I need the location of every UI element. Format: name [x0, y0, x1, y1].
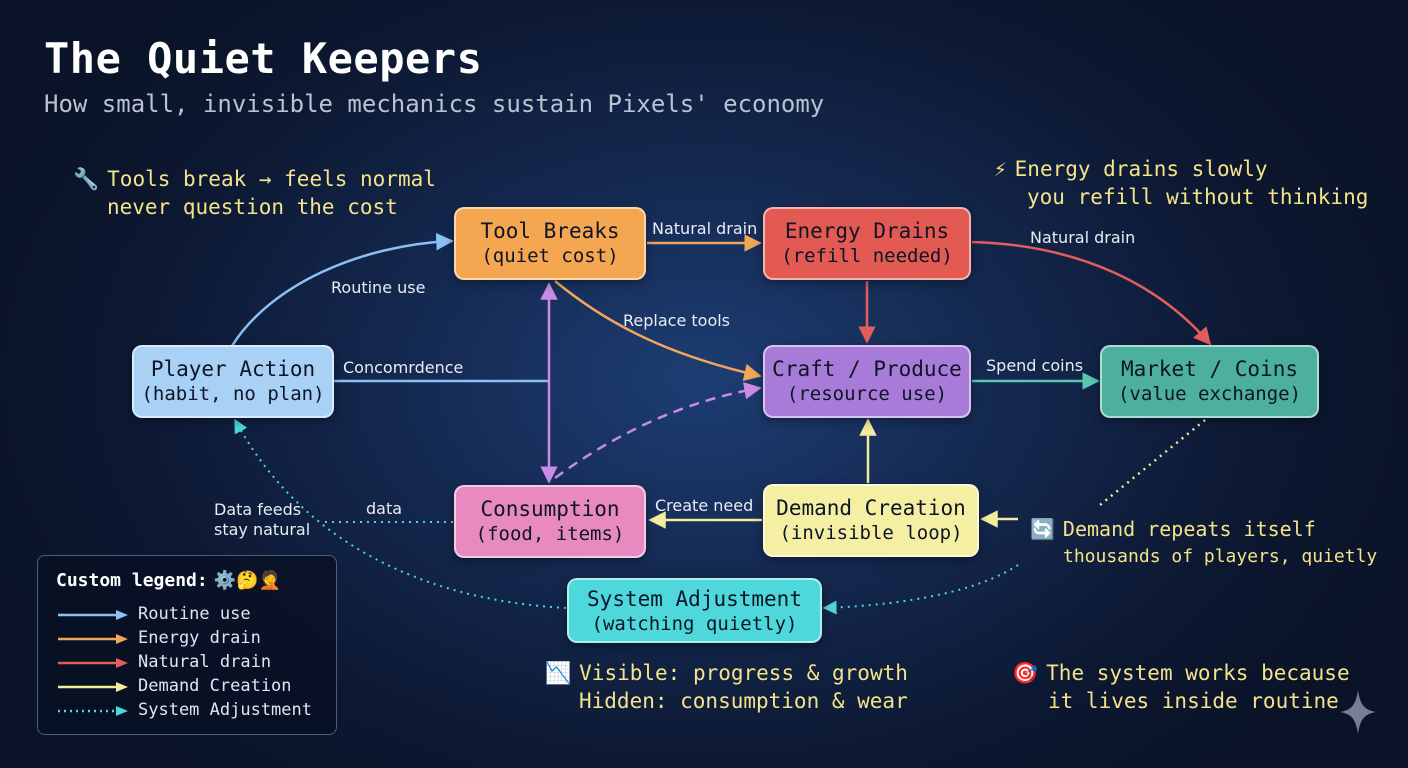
arrow-energy-to-market: [971, 240, 1212, 346]
legend-label: Energy drain: [138, 628, 261, 648]
arrow-system-to-player: [234, 418, 567, 609]
node-craft-produce: Craft / Produce (resource use): [763, 345, 971, 418]
note-demand: 🔄 Demand repeats itself thousands of play…: [1030, 515, 1377, 571]
legend-item-system-adjustment: System Adjustment: [56, 700, 326, 722]
label-data: data: [366, 499, 403, 518]
chart-down-icon: 📉: [545, 661, 572, 685]
note-system-line1: The system works because: [1046, 661, 1350, 685]
legend-swatch-energy-drain: [58, 634, 128, 644]
node-energy-drains-sub: (refill needed): [781, 245, 953, 267]
legend: Custom legend:⚙️🤔🤦 Routine use Energy dr…: [37, 555, 337, 735]
page-title: The Quiet Keepers: [44, 34, 483, 83]
node-demand-creation-sub: (invisible loop): [779, 522, 963, 544]
node-player-action: Player Action (habit, no plan): [132, 345, 334, 418]
label-spend-coins: Spend coins: [986, 356, 1084, 375]
label-replace-tools: Replace tools: [623, 311, 731, 330]
label-data-feeds-1: Data feeds: [214, 500, 302, 519]
note-tools-line1: Tools break → feels normal: [107, 167, 436, 191]
legend-item-demand-creation: Demand Creation: [56, 676, 326, 698]
legend-item-routine-use: Routine use: [56, 604, 326, 626]
wrench-icon: 🔧: [73, 167, 100, 191]
legend-label: System Adjustment: [138, 700, 312, 720]
note-system-line2: it lives inside routine: [1048, 689, 1339, 713]
legend-swatch-system-adjustment: [58, 706, 128, 716]
node-system-adjustment-sub: (watching quietly): [591, 613, 798, 635]
label-natural-drain-top: Natural drain: [652, 219, 758, 238]
node-player-action-title: Player Action: [150, 357, 316, 381]
node-tool-breaks-sub: (quiet cost): [481, 245, 619, 267]
node-market-coins-sub: (value exchange): [1117, 383, 1302, 405]
arrow-routine-use: [230, 232, 454, 347]
node-player-action-sub: (habit, no plan): [141, 383, 325, 405]
label-routine-use: Routine use: [331, 278, 426, 297]
label-concomrdence: Concomrdence: [343, 358, 464, 377]
note-system: 🎯 The system works because it lives insid…: [1012, 659, 1350, 715]
sparkle-icon: [1340, 690, 1376, 734]
arrow-consumption-to-craft: [554, 382, 762, 480]
note-visible-line2: Hidden: consumption & wear: [579, 689, 908, 713]
arrow-replace-tools: [554, 280, 762, 382]
node-system-adjustment: System Adjustment (watching quietly): [567, 578, 822, 643]
note-energy-line2: you refill without thinking: [1027, 185, 1369, 209]
node-demand-creation: Demand Creation (invisible loop): [763, 484, 979, 557]
note-tools-line2: never question the cost: [107, 195, 398, 219]
legend-item-natural-drain: Natural drain: [56, 652, 326, 674]
node-market-coins: Market / Coins (value exchange): [1100, 345, 1319, 418]
target-icon: 🎯: [1012, 661, 1039, 685]
repeat-icon: 🔄: [1030, 517, 1055, 541]
node-tool-breaks: Tool Breaks (quiet cost): [454, 207, 646, 280]
node-tool-breaks-title: Tool Breaks: [480, 219, 620, 243]
lightning-icon: ⚡: [994, 157, 1007, 181]
legend-title-text: Custom legend:: [56, 570, 208, 591]
arrow-market-to-demand-dotted: [1099, 419, 1206, 506]
note-visible: 📉 Visible: progress & growth Hidden: cons…: [545, 659, 908, 715]
legend-swatch-demand-creation: [58, 682, 128, 692]
label-natural-drain-right: Natural drain: [1030, 228, 1136, 247]
note-demand-line1: Demand repeats itself: [1062, 517, 1316, 541]
note-visible-line1: Visible: progress & growth: [579, 661, 908, 685]
node-craft-produce-title: Craft / Produce: [772, 357, 962, 381]
node-consumption: Consumption (food, items): [454, 485, 646, 558]
node-consumption-title: Consumption: [480, 497, 620, 521]
node-system-adjustment-title: System Adjustment: [587, 587, 802, 611]
legend-label: Natural drain: [138, 652, 272, 672]
note-tools: 🔧 Tools break → feels normal never questi…: [73, 165, 436, 221]
label-data-feeds-2: stay natural: [214, 520, 311, 539]
legend-swatch-natural-drain: [58, 658, 128, 668]
legend-label: Routine use: [138, 604, 251, 624]
legend-label: Demand Creation: [138, 676, 292, 696]
node-demand-creation-title: Demand Creation: [776, 496, 966, 520]
legend-item-energy-drain: Energy drain: [56, 628, 326, 650]
page-subtitle: How small, invisible mechanics sustain P…: [44, 90, 825, 118]
legend-emoji: ⚙️🤔🤦: [213, 570, 281, 591]
note-energy: ⚡ Energy drains slowly you refill without…: [994, 155, 1368, 211]
node-consumption-sub: (food, items): [475, 523, 625, 545]
legend-swatch-routine-use: [58, 610, 128, 620]
arrow-to-system-adjustment: [822, 564, 1019, 615]
node-energy-drains: Energy Drains (refill needed): [763, 207, 971, 280]
label-create-need: Create need: [655, 496, 754, 515]
node-craft-produce-sub: (resource use): [786, 383, 948, 405]
legend-title: Custom legend:⚙️🤔🤦: [56, 570, 281, 591]
note-demand-line2: thousands of players, quietly: [1063, 546, 1378, 567]
node-energy-drains-title: Energy Drains: [784, 219, 950, 243]
note-energy-line1: Energy drains slowly: [1014, 157, 1268, 181]
node-market-coins-title: Market / Coins: [1120, 357, 1298, 381]
